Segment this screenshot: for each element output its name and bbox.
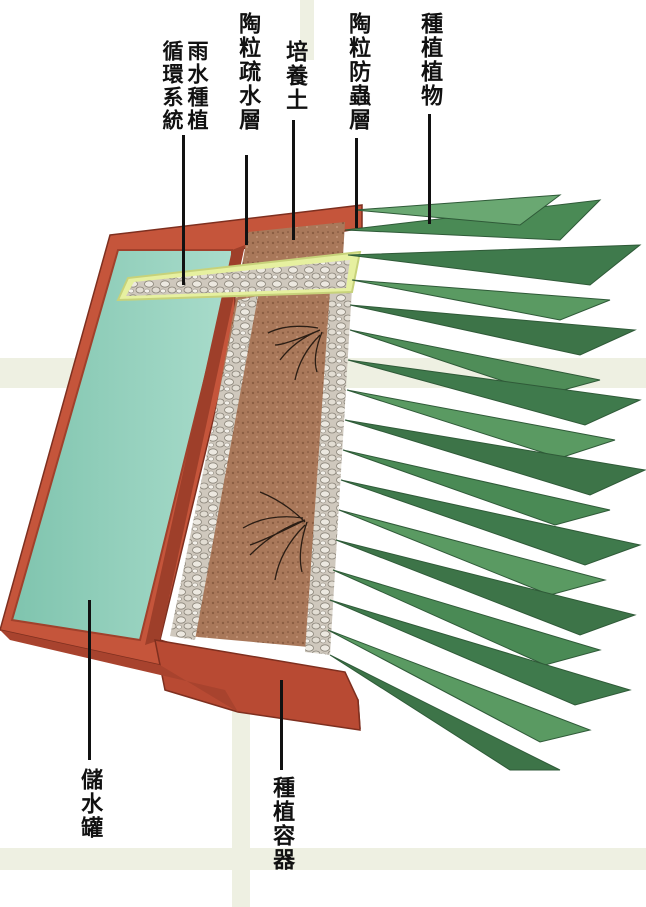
- leader-drainage-layer: [245, 155, 248, 245]
- label-plants: 種植植物: [418, 12, 441, 108]
- leader-tank: [88, 600, 91, 760]
- label-anti-insect-layer: 陶粒防蟲層: [346, 12, 369, 132]
- label-tank: 儲水罐: [78, 768, 101, 840]
- leader-soil: [292, 120, 295, 240]
- label-container: 種植容器: [270, 776, 293, 872]
- planting-container: [0, 205, 362, 730]
- plants: [328, 195, 645, 770]
- label-rain-system-line2: 循環系統: [161, 40, 183, 132]
- leader-plants: [428, 114, 431, 224]
- leader-anti-insect-layer: [355, 138, 358, 228]
- label-soil: 培養土: [283, 40, 306, 112]
- leader-rain-system: [182, 135, 185, 285]
- label-drainage-layer: 陶粒疏水層: [236, 12, 259, 132]
- leader-container: [280, 680, 283, 770]
- label-rain-system-line1: 雨水種植: [186, 40, 208, 132]
